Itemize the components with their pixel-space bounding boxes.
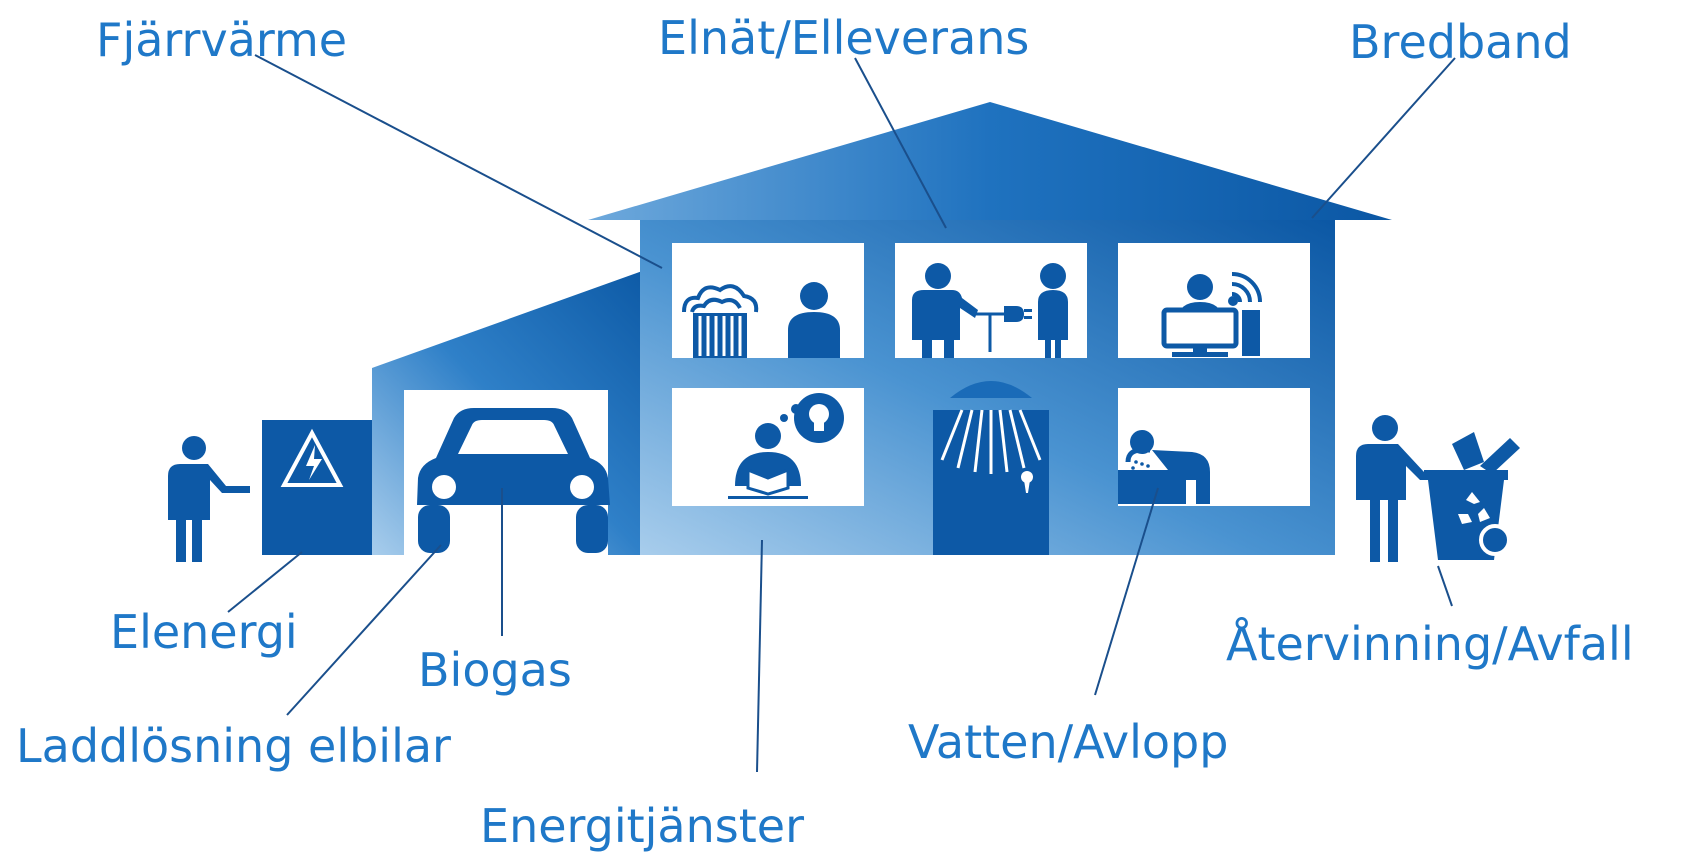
label-bredband: Bredband — [1349, 15, 1572, 69]
power-plug-icon — [1004, 306, 1032, 322]
roof — [588, 102, 1392, 220]
lightbulb-icon — [794, 393, 844, 443]
leader-bredband — [1311, 57, 1456, 219]
leader-energitjanster — [756, 539, 763, 773]
person-with-plug-icon — [912, 263, 1004, 358]
label-atervinning: Återvinning/Avfall — [1226, 617, 1634, 671]
radiator-icon — [693, 313, 747, 358]
label-fjarrvarme: Fjärrvärme — [96, 13, 347, 67]
leader-vatten — [1094, 487, 1159, 696]
label-elenergi: Elenergi — [110, 605, 298, 659]
label-vatten: Vatten/Avlopp — [908, 715, 1228, 769]
leader-fjarrvarme — [254, 54, 663, 269]
recycling-bin-icon — [1424, 432, 1520, 560]
label-laddlosning: Laddlösning elbilar — [16, 719, 451, 773]
electrical-cabinet-icon — [262, 420, 372, 555]
computer-monitor-icon — [1161, 307, 1260, 357]
electric-car-icon — [417, 408, 610, 553]
person-washing-icon — [1130, 430, 1210, 504]
wifi-icon — [1228, 272, 1262, 306]
leader-lines — [227, 54, 1456, 773]
person-heating-icon — [788, 282, 840, 358]
leader-elenergi — [227, 551, 303, 613]
shower-water-icon — [940, 409, 1042, 474]
recycle-symbol-icon — [1458, 492, 1490, 524]
steam-icon — [682, 284, 759, 313]
person-electricity-icon — [1038, 263, 1068, 358]
person-reading-icon — [728, 423, 808, 499]
labels: Fjärrvärme Elnät/Elleverans Bredband Ele… — [16, 11, 1634, 853]
leader-elnat — [854, 57, 947, 229]
leader-atervinning — [1437, 565, 1453, 607]
shower-head-icon — [950, 381, 1032, 398]
keyhole-slot — [1024, 480, 1030, 493]
label-energitjanster: Energitjänster — [480, 799, 804, 853]
person-elenergi-icon — [168, 436, 250, 562]
label-elnat: Elnät/Elleverans — [658, 11, 1029, 65]
label-biogas: Biogas — [418, 643, 572, 697]
leader-laddlosning — [286, 544, 442, 716]
